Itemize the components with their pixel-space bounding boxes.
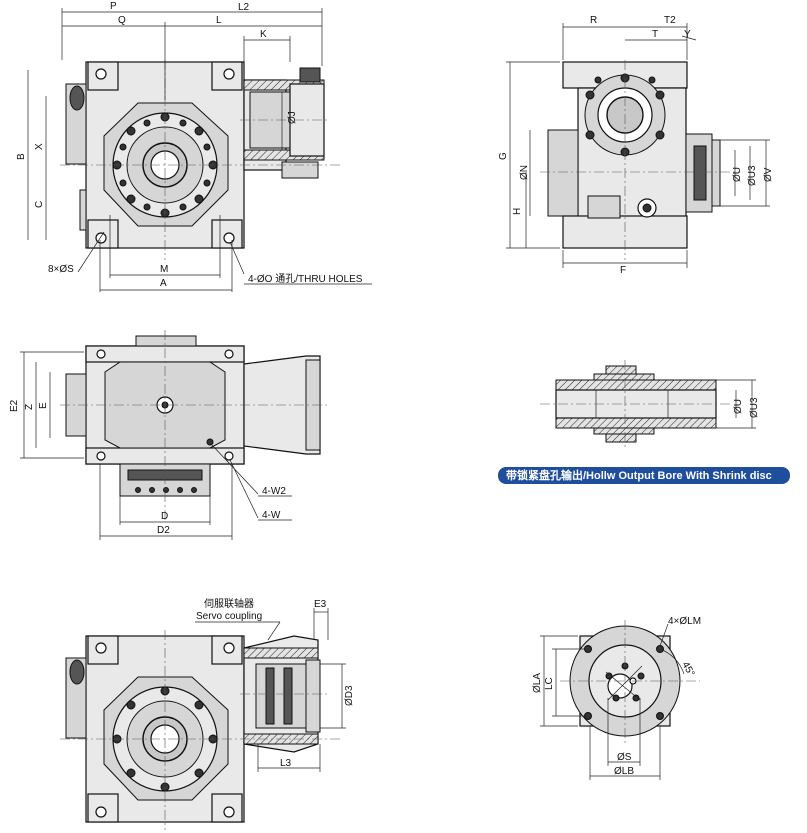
callout-8xS: 8×ØS (48, 264, 74, 275)
dim-R: R (590, 15, 597, 26)
dim-Y: Y (684, 29, 691, 40)
side-view (540, 60, 740, 260)
dim-U3-detail: ØU3 (749, 397, 760, 418)
flange-dims: ØLA LC 4×ØLM 45° ØS ØLB (532, 616, 701, 780)
dim-E2: E2 (9, 399, 20, 412)
callout-4-W2: 4-W2 (262, 486, 286, 497)
dim-L3: L3 (280, 758, 292, 769)
dim-A: A (160, 278, 167, 289)
callout-4xLM: 4×ØLM (668, 616, 701, 627)
dim-Q: Q (118, 15, 126, 26)
dim-LB: ØLB (614, 766, 634, 777)
dim-B: B (16, 153, 27, 160)
side-dims: R T2 T Y G ØN H ØU ØU3 ØV F (498, 15, 774, 276)
dim-U-detail: ØU (733, 399, 744, 414)
dim-D: D (161, 511, 168, 522)
dim-H: H (512, 208, 523, 215)
top-view (60, 330, 330, 520)
dim-T: T (652, 29, 658, 40)
dim-U3: ØU3 (747, 165, 758, 186)
dim-C: C (34, 201, 45, 208)
dim-S: ØS (617, 752, 632, 763)
banner: 带锁紧盘孔输出/Hollw Output Bore With Shrink di… (498, 467, 790, 484)
dim-LC: LC (544, 677, 555, 690)
dim-Z: Z (24, 404, 35, 410)
servo-label-en: Servo coupling (196, 611, 262, 622)
dim-T2: T2 (664, 15, 676, 26)
front-view (60, 60, 340, 260)
servo-view (60, 630, 340, 830)
dim-E: E (38, 402, 49, 409)
dim-K: K (260, 29, 267, 40)
dim-LA: ØLA (532, 673, 543, 693)
dim-L: L (216, 15, 222, 26)
dim-D2: D2 (157, 525, 170, 536)
dim-X: X (34, 143, 45, 150)
dim-N: ØN (519, 165, 530, 180)
dim-F: F (620, 265, 626, 276)
callout-4-W: 4-W (262, 510, 281, 521)
top-dims: E2 Z E 4-W2 4-W D D2 (9, 351, 292, 540)
dim-V: ØV (763, 167, 774, 182)
servo-dims: 伺服联轴器 Servo coupling E3 ØD3 L3 (195, 597, 355, 772)
dim-D3: ØD3 (344, 685, 355, 706)
dim-P: P (110, 1, 117, 12)
dim-J: ØJ (287, 111, 298, 124)
dim-G: G (498, 152, 509, 160)
callout-45deg: 45° (679, 660, 696, 679)
banner-text: 带锁紧盘孔输出/Hollw Output Bore With Shrink di… (506, 468, 772, 482)
dim-U: ØU (732, 167, 743, 182)
callout-thru-holes: 4-ØO 通孔/THRU HOLES (248, 273, 363, 285)
front-dims: P L2 Q L K B X C M A 8×ØS 4-ØO 通孔/THRU H… (16, 1, 372, 292)
servo-label-cn: 伺服联轴器 (204, 597, 254, 610)
shaft-detail: ØU ØU3 (540, 360, 760, 450)
dim-M: M (160, 264, 168, 275)
dim-E3: E3 (314, 599, 327, 610)
flange-view (560, 620, 700, 745)
dim-L2: L2 (238, 2, 250, 13)
